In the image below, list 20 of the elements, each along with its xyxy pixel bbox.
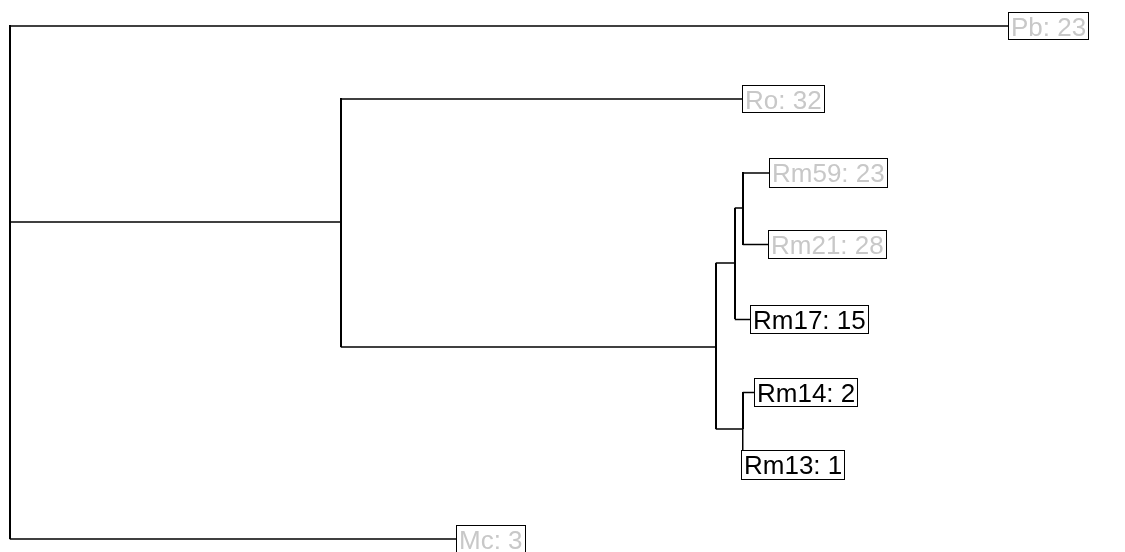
branch-line <box>734 207 743 209</box>
branch-line <box>9 25 1009 27</box>
junction-line <box>340 98 342 347</box>
branch-line <box>715 262 735 264</box>
branch-line <box>340 346 716 348</box>
branch-line <box>742 243 769 246</box>
branch-line <box>340 98 743 100</box>
branch-line <box>742 428 744 451</box>
junction-line <box>715 263 717 429</box>
branch-line <box>9 221 341 223</box>
leaf-label: Rm14: 2 <box>754 378 859 407</box>
leaf-label: Rm13: 1 <box>741 450 846 480</box>
junction-line <box>742 172 744 245</box>
branch-line <box>715 428 743 430</box>
leaf-label: Rm17: 15 <box>750 305 869 334</box>
junction-line <box>734 208 736 319</box>
junction-line <box>742 392 744 429</box>
junction-line <box>9 25 11 539</box>
branch-line <box>742 172 770 174</box>
branch-line <box>9 538 457 540</box>
